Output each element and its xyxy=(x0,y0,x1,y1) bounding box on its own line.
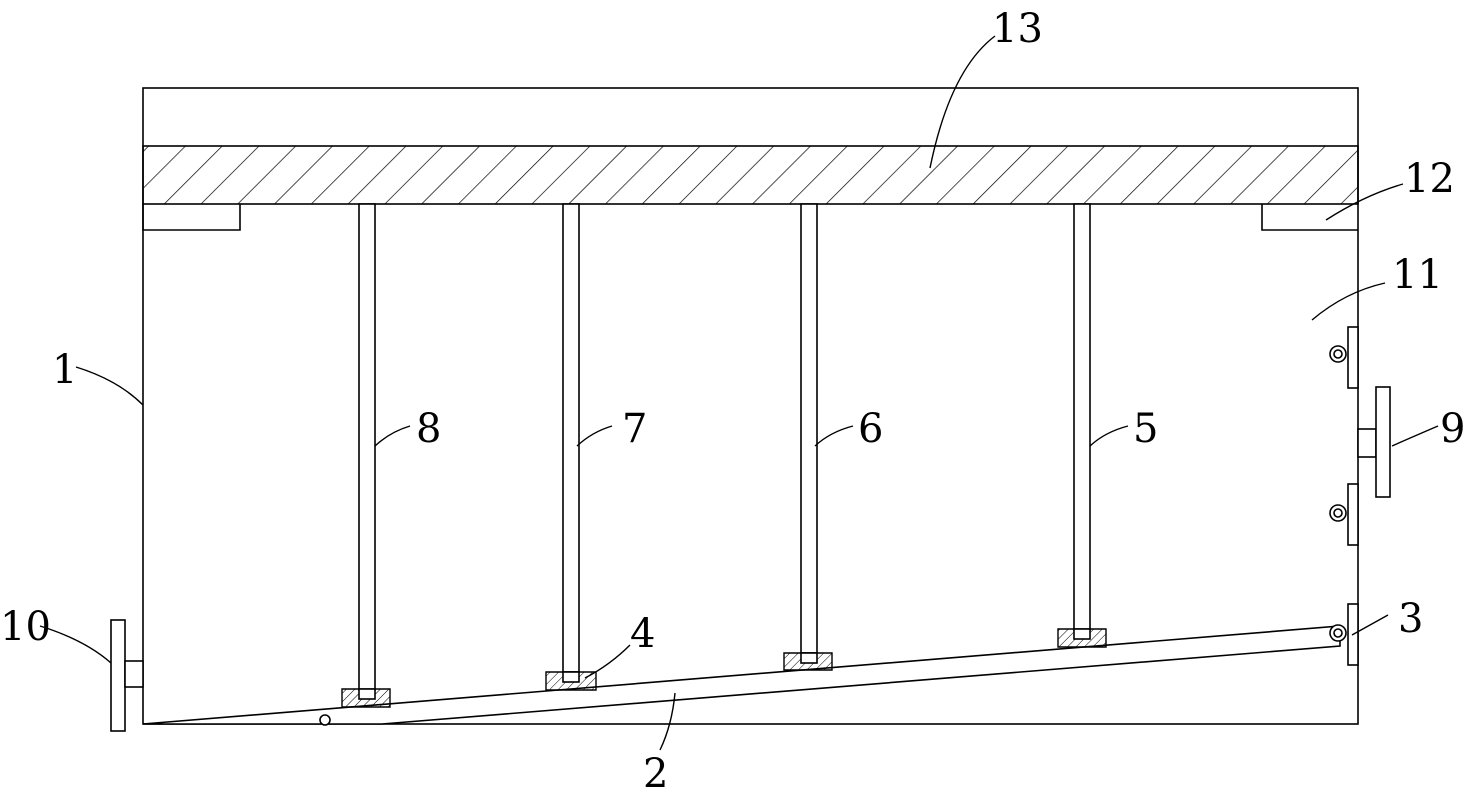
rod-8 xyxy=(358,203,376,691)
inclined-plate xyxy=(142,625,1341,725)
rod-5 xyxy=(1073,203,1091,631)
label-2: 2 xyxy=(643,751,668,797)
hinge-pin xyxy=(319,714,331,726)
leader-2 xyxy=(659,692,676,751)
label-4: 4 xyxy=(630,611,655,657)
label-1: 1 xyxy=(52,347,77,393)
leader-6 xyxy=(814,425,854,447)
label-13: 13 xyxy=(992,6,1043,52)
left-bracket xyxy=(142,204,241,231)
left-handle-stem xyxy=(124,660,144,688)
upper-hinge xyxy=(1329,326,1359,389)
label-8: 8 xyxy=(416,406,441,452)
label-9: 9 xyxy=(1440,406,1465,452)
label-5: 5 xyxy=(1133,406,1158,452)
rod-foot-6 xyxy=(783,652,833,671)
label-7: 7 xyxy=(622,406,647,452)
leader-9 xyxy=(1391,425,1439,447)
leader-7 xyxy=(576,425,613,447)
hatched-lid xyxy=(142,145,1359,205)
middle-hinge xyxy=(1329,483,1359,546)
box-body xyxy=(142,87,1359,725)
leader-5 xyxy=(1089,425,1129,447)
label-3: 3 xyxy=(1398,596,1423,642)
leader-12 xyxy=(1325,183,1404,221)
right-handle-stem xyxy=(1357,428,1377,458)
leader-1 xyxy=(75,366,144,406)
label-11: 11 xyxy=(1392,252,1443,298)
left-handle-plate xyxy=(110,619,126,732)
rod-6 xyxy=(800,203,818,654)
label-12: 12 xyxy=(1404,156,1455,202)
rod-foot-8 xyxy=(341,688,391,708)
rod-7 xyxy=(562,203,580,673)
leader-13 xyxy=(929,35,996,169)
label-6: 6 xyxy=(858,406,883,452)
leader-4 xyxy=(584,644,631,679)
label-10: 10 xyxy=(0,604,51,650)
right-handle-plate xyxy=(1375,386,1391,498)
leader-3 xyxy=(1351,614,1389,636)
leader-11 xyxy=(1311,282,1386,321)
leader-8 xyxy=(374,425,411,447)
rod-foot-5 xyxy=(1057,628,1107,648)
leader-10 xyxy=(39,625,112,664)
rod-foot-7 xyxy=(545,671,597,691)
right-bracket xyxy=(1261,204,1358,231)
